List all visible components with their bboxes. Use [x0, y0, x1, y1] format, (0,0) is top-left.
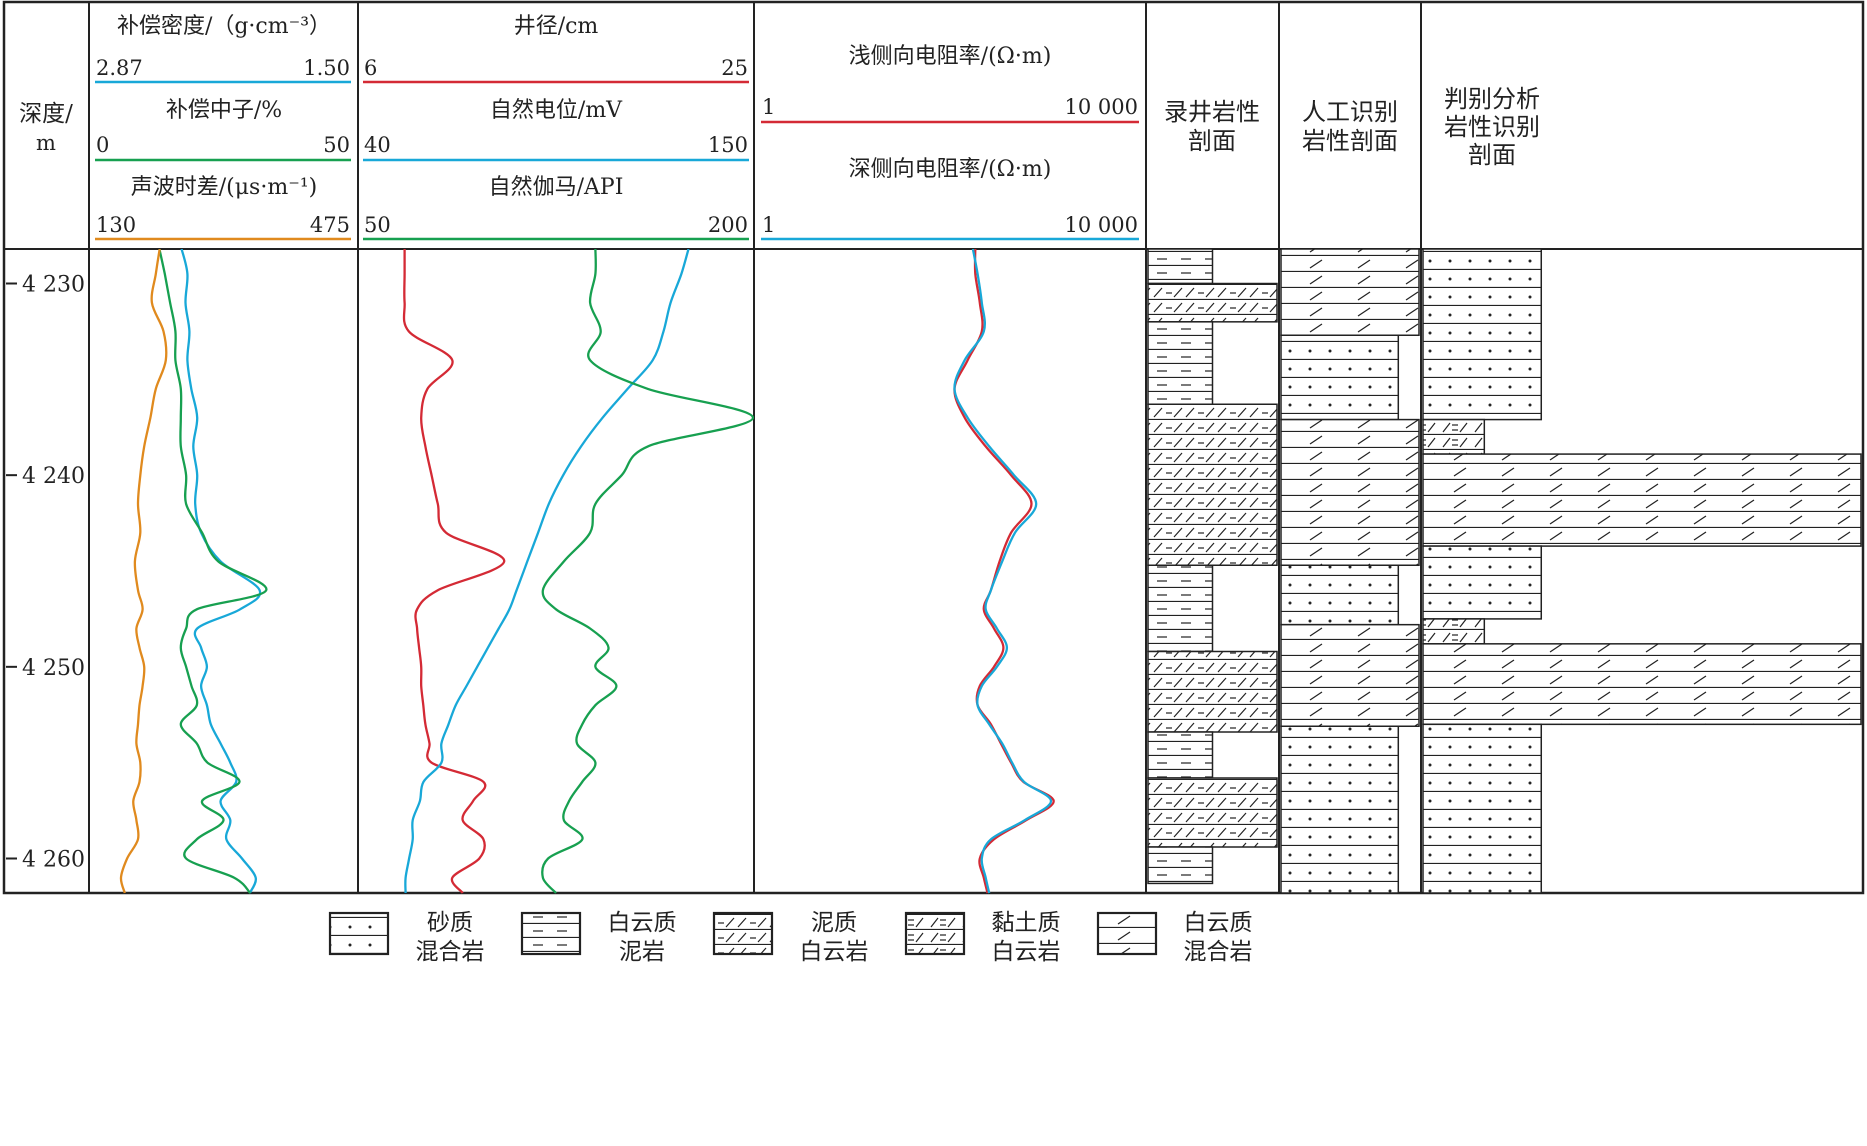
gr-left: 50: [364, 213, 391, 237]
lld-title: 深侧向电阻率/(Ω·m): [849, 157, 1052, 182]
log-curves: [119, 249, 1055, 894]
lls-left: 1: [762, 95, 775, 119]
cal-right: 25: [721, 56, 748, 80]
chart-frame: [2, 0, 1865, 895]
depth-title: 深度/: [19, 101, 73, 127]
legend-swatch: [712, 911, 774, 956]
lithology-interval: [1147, 282, 1278, 323]
legend-label: 砂质: [427, 910, 473, 936]
den-title: 补偿密度/（g·cm⁻³）: [117, 14, 331, 39]
lith-title-manual-2: 岩性剖面: [1302, 127, 1398, 155]
lithology-interval: [1280, 623, 1420, 728]
legend-swatch: [520, 911, 582, 956]
log-curve: [404, 249, 690, 894]
lith-title-mudlog-1: 录井岩性: [1164, 98, 1260, 126]
cnl-left: 0: [96, 133, 109, 157]
lithology-interval: [1280, 418, 1420, 567]
lithology-columns: [1147, 248, 1862, 894]
depth-tick-label: 4 260: [22, 848, 85, 873]
lithology-interval: [1147, 248, 1214, 285]
legend-label: 白云质: [608, 910, 677, 936]
den-right: 1.50: [303, 56, 350, 80]
lld-right: 10 000: [1065, 213, 1138, 237]
cnl-right: 50: [323, 133, 350, 157]
lls-title: 浅侧向电阻率/(Ω·m): [849, 44, 1052, 69]
gr-title: 自然伽马/API: [489, 175, 624, 200]
lithology-interval: [1422, 723, 1543, 894]
lls-right: 10 000: [1065, 95, 1138, 119]
lith-title-mudlog-2: 剖面: [1188, 127, 1236, 155]
log-curve: [541, 249, 754, 894]
lithology-interval: [1147, 403, 1278, 566]
lithology-interval: [1147, 777, 1278, 848]
lithology-interval: [1422, 618, 1486, 645]
legend-label: 白云岩: [800, 939, 869, 965]
legend-label: 混合岩: [416, 939, 485, 965]
legend-label: 黏土质: [992, 910, 1061, 936]
cal-title: 井径/cm: [514, 14, 599, 39]
depth-tick-label: 4 250: [22, 656, 85, 681]
depth-axis: 4 230 4 240 4 250 4 260: [6, 273, 85, 873]
lithology-interval: [1422, 418, 1486, 455]
log-curve: [158, 249, 268, 894]
lld-left: 1: [762, 213, 775, 237]
cnl-title: 补偿中子/%: [166, 98, 282, 123]
lithology-interval: [1280, 248, 1420, 336]
lithology-interval: [1147, 650, 1278, 733]
curve-track-3: [953, 249, 1055, 894]
lithology-interval: [1422, 643, 1862, 726]
den-left: 2.87: [96, 56, 143, 80]
curve-track-2: [402, 249, 754, 894]
depth-tick-label: 4 240: [22, 464, 85, 489]
ac-title: 声波时差/(μs·m⁻¹): [131, 175, 317, 200]
legend-swatch: [328, 911, 390, 956]
log-curve: [180, 249, 262, 894]
legend-swatch: [904, 911, 966, 956]
log-curve: [402, 249, 506, 894]
legend-label: 白云岩: [992, 939, 1061, 965]
log-curve: [953, 249, 1055, 894]
lithology-interval: [1280, 334, 1400, 421]
legend-label: 混合岩: [1184, 939, 1253, 965]
lithology-interval: [1147, 564, 1214, 653]
depth-unit: m: [36, 131, 56, 155]
legend-swatch: [1096, 911, 1158, 956]
curve-track-1: [119, 249, 268, 894]
lithology-interval: [1280, 564, 1400, 626]
depth-tick-label: 4 230: [22, 273, 85, 298]
log-curve: [119, 249, 168, 894]
lithology-interval: [1147, 846, 1214, 885]
lithology-interval: [1422, 453, 1862, 547]
lithology-interval: [1422, 545, 1543, 620]
lithology-interval: [1422, 248, 1543, 421]
sp-title: 自然电位/mV: [490, 98, 623, 123]
lith-title-da-3: 剖面: [1468, 141, 1516, 169]
log-curve: [953, 249, 1053, 894]
lith-title-da-1: 判别分析: [1444, 85, 1540, 113]
legend-label: 泥质: [811, 910, 857, 936]
sp-left: 40: [364, 133, 391, 157]
ac-left: 130: [96, 213, 136, 237]
legend-label: 白云质: [1184, 910, 1253, 936]
sp-right: 150: [708, 133, 748, 157]
lithology-interval: [1280, 725, 1400, 894]
cal-left: 6: [364, 56, 377, 80]
lithology-interval: [1147, 731, 1214, 779]
lith-title-da-2: 岩性识别: [1444, 113, 1540, 141]
legend-label: 泥岩: [619, 939, 665, 965]
lith-title-manual-1: 人工识别: [1302, 98, 1398, 126]
gr-right: 200: [708, 213, 748, 237]
ac-right: 475: [310, 213, 350, 237]
lithology-interval: [1147, 321, 1214, 406]
